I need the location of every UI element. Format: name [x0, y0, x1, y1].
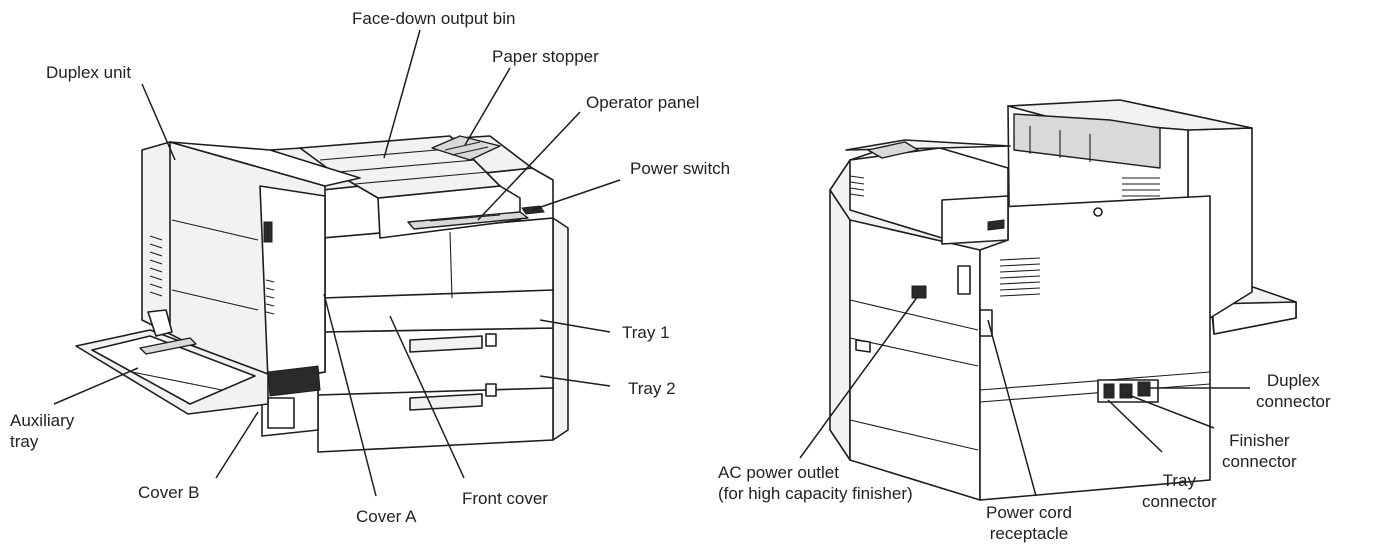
label-auxiliary-tray: Auxiliary tray: [10, 411, 75, 451]
label-cover-a: Cover A: [356, 507, 417, 526]
rear-main-face: [979, 195, 1211, 501]
label-ac-power-outlet: AC power outlet (for high capacity finis…: [718, 463, 913, 503]
label-front-cover: Front cover: [462, 489, 548, 508]
leader-auxiliary-tray: [53, 367, 139, 405]
leader-tray-connector: [1107, 399, 1163, 453]
leader-finisher-connector: [1125, 393, 1215, 429]
tray-connector: [1103, 383, 1115, 399]
label-power-switch: Power switch: [630, 159, 731, 178]
rear-connector-block: [1097, 379, 1159, 403]
leader-power-cord-receptacle: [987, 319, 1037, 497]
paper-stopper: [431, 135, 501, 161]
ac-power-outlet: [911, 285, 927, 299]
label-operator-panel: Operator panel: [586, 93, 700, 112]
label-face-down-output-bin: Face-down output bin: [352, 9, 516, 28]
label-tray-1: Tray 1: [622, 323, 670, 342]
leader-face-down-output-bin: [383, 29, 421, 159]
rear-paper-stopper: [867, 141, 919, 159]
leader-cover-b: [215, 411, 259, 479]
duplex-vent: [149, 235, 275, 315]
printer-front-view: [75, 135, 569, 453]
leader-duplex-unit: [141, 83, 176, 161]
duplex-unit-front: [259, 185, 326, 381]
leader-paper-stopper: [464, 67, 511, 146]
power-cord-receptacle: [979, 309, 993, 337]
rear-vent-main: [999, 257, 1041, 297]
leader-tray-1: [539, 319, 611, 333]
tray-1-handle: [409, 335, 483, 353]
label-cover-b: Cover B: [138, 483, 200, 502]
leader-front-cover: [389, 315, 465, 479]
label-tray-2: Tray 2: [628, 379, 676, 398]
leader-operator-panel: [477, 111, 581, 221]
leader-cover-a: [323, 293, 377, 497]
printer-rear-view: [829, 99, 1297, 501]
leader-tray-2: [539, 375, 611, 387]
leader-ac-power-outlet: [799, 295, 919, 459]
label-finisher-connector: Finisher connector: [1222, 431, 1297, 471]
label-tray-connector: Tray connector: [1142, 471, 1217, 511]
label-duplex-unit: Duplex unit: [46, 63, 132, 82]
label-power-cord-receptacle: Power cord receptacle: [986, 503, 1072, 543]
leader-lines: [53, 29, 1250, 497]
duplex-connector: [1137, 381, 1151, 397]
rear-vent-top: [849, 175, 865, 197]
interface-board: [941, 195, 1009, 245]
label-paper-stopper: Paper stopper: [492, 47, 599, 66]
label-duplex-connector: Duplex connector: [1256, 371, 1331, 411]
leader-power-switch: [531, 179, 621, 211]
